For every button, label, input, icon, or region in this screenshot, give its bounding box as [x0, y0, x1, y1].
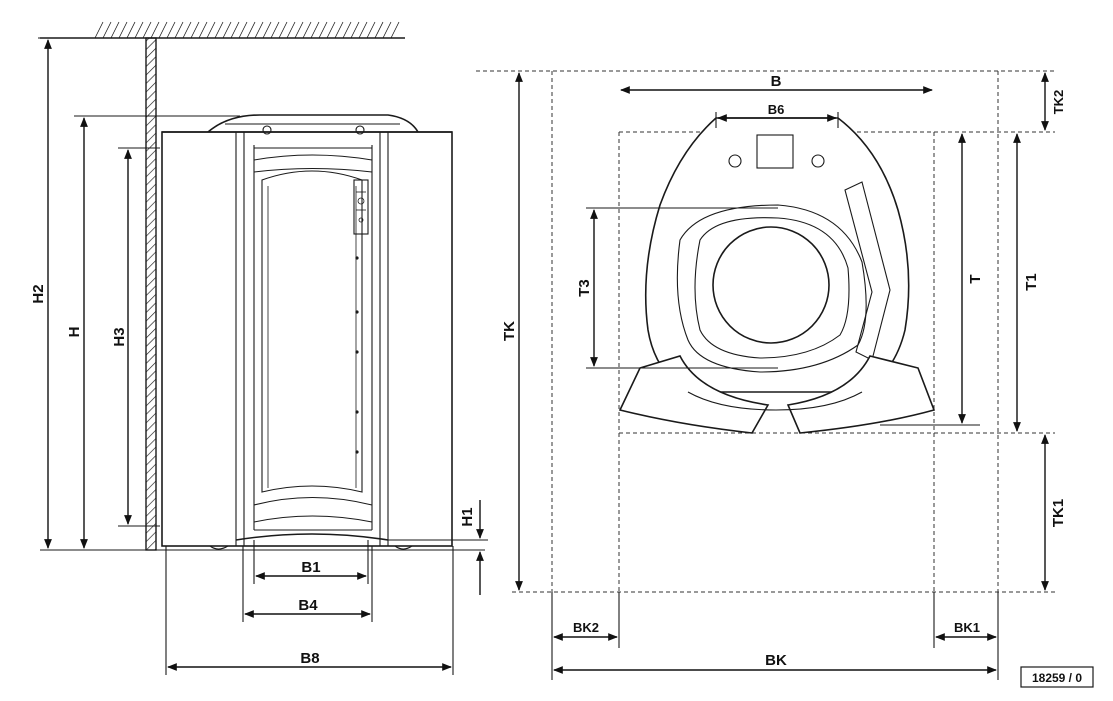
label-h3: H3 [111, 327, 128, 346]
label-bk2: BK2 [573, 620, 599, 635]
canopy-top [162, 114, 452, 135]
dimension-b1: B1 [253, 540, 369, 584]
dimension-t: T [880, 133, 984, 426]
dimension-h2: H2 [30, 37, 60, 549]
dimension-t3: T3 [576, 207, 778, 369]
label-t1: T1 [1023, 273, 1040, 291]
label-b1: B1 [301, 559, 320, 576]
top-view: B B6 TK T3 T T1 [476, 70, 1067, 680]
label-b8: B8 [300, 650, 319, 667]
dimension-tk2: TK2 [1041, 72, 1066, 131]
reference-number: 18259 / 0 [1032, 671, 1082, 685]
label-t3: T3 [576, 279, 593, 297]
label-b6: B6 [768, 102, 785, 117]
dimension-h: H [66, 115, 240, 549]
label-bk: BK [765, 652, 787, 669]
label-bk1: BK1 [954, 620, 980, 635]
dimension-tk: TK [501, 72, 523, 591]
dimension-b4: B4 [242, 546, 373, 622]
dimension-bk2: BK2 [551, 592, 620, 648]
label-h1: H1 [459, 507, 476, 526]
label-b4: B4 [298, 597, 318, 614]
dimension-h3: H3 [111, 147, 160, 527]
dimension-b6: B6 [715, 102, 839, 128]
label-b: B [771, 73, 782, 90]
dimension-t1: T1 [1013, 133, 1040, 432]
label-tk1: TK1 [1050, 499, 1067, 527]
side-view: H2 H H3 H1 B1 [30, 21, 488, 675]
dimension-bk1: BK1 [933, 592, 999, 680]
dimension-b: B [620, 73, 933, 94]
wall [145, 37, 157, 551]
cabin-top-outline [618, 117, 936, 434]
label-tk: TK [501, 321, 518, 341]
ceiling [40, 21, 405, 39]
cabin-body [161, 131, 453, 550]
dimension-b8: B8 [165, 546, 454, 675]
dimension-bk: BK [551, 648, 997, 680]
label-h: H [66, 327, 83, 338]
label-tk2: TK2 [1051, 90, 1066, 115]
label-t: T [967, 274, 984, 283]
dimension-tk1: TK1 [1041, 434, 1067, 591]
dimension-h1: H1 [388, 500, 488, 595]
label-h2: H2 [30, 284, 47, 303]
reference-number-box: 18259 / 0 [1020, 666, 1094, 688]
